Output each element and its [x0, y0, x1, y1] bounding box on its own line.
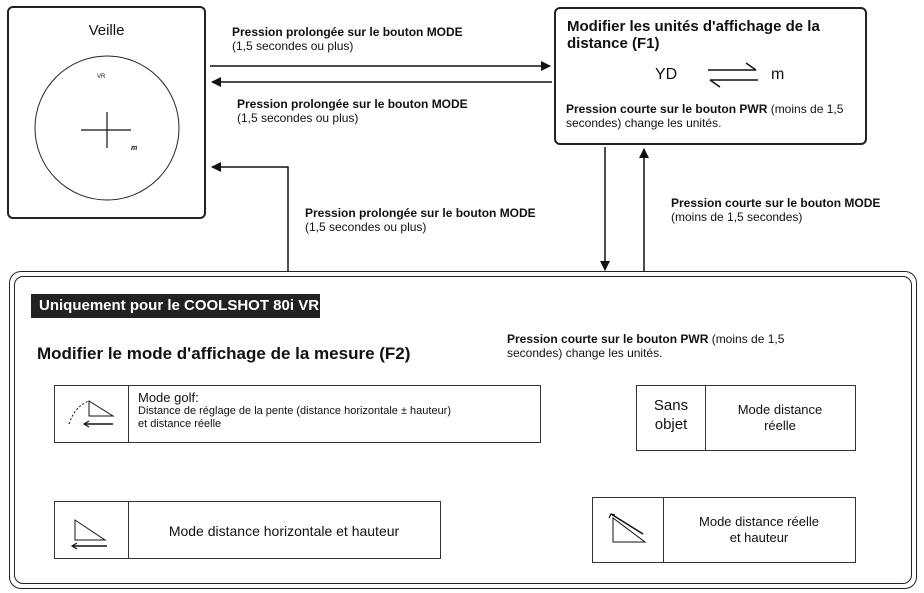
model-banner: Uniquement pour le COOLSHOT 80i VR [31, 294, 320, 318]
golf-text: Mode golf: Distance de réglage de la pen… [138, 390, 452, 430]
actual-height-icon-cell [593, 498, 664, 562]
slope-golf-icon [68, 400, 115, 428]
swap-arrows-icon [708, 62, 758, 88]
golf-icon-cell [55, 386, 129, 442]
display-vr-indicator: VR [97, 74, 106, 80]
f1-title: Modifier les unités d'affichage de la di… [567, 18, 820, 52]
f1-note: Pression courte sur le bouton PWR (moins… [566, 102, 844, 130]
sans-objet-cell: Sans objet [637, 386, 706, 450]
standby-box: Veille VR m [7, 6, 206, 219]
golf-mode-box: Mode golf: Distance de réglage de la pen… [54, 385, 541, 443]
unit-m: m [771, 66, 785, 83]
viewfinder-display [34, 55, 180, 201]
f2-mode-box [14, 276, 912, 584]
f2-to-f1-label: Pression courte sur le bouton MODE (moin… [671, 196, 881, 224]
actual-height-box: Mode distance réelle et hauteur [592, 497, 856, 563]
unit-yd: YD [655, 66, 678, 83]
horizontal-distance-height-icon [70, 519, 107, 550]
horizontal-icon-cell [55, 502, 129, 558]
f2-to-standby-label: Pression prolongée sur le bouton MODE (1… [305, 206, 536, 234]
actual-distance-height-icon [608, 513, 647, 543]
standby-title: Veille [88, 22, 125, 39]
f2-note: Pression courte sur le bouton PWR (moins… [507, 332, 785, 360]
horizontal-distance-box: Mode distance horizontale et hauteur [54, 501, 441, 559]
actual-distance-label: Mode distance réelle [737, 402, 823, 433]
f1-units-box: Modifier les unités d'affichage de la di… [554, 7, 867, 145]
actual-distance-box: Sans objet Mode distance réelle [636, 385, 856, 451]
f2-title: Modifier le mode d'affichage de la mesur… [37, 344, 411, 363]
actual-height-label: Mode distance réelle et hauteur [699, 514, 819, 545]
display-unit-indicator: m [131, 145, 138, 152]
horizontal-distance-label: Mode distance horizontale et hauteur [168, 523, 400, 539]
return-arrow-label: Pression prolongée sur le bouton MODE (1… [237, 97, 468, 125]
top-arrow-label: Pression prolongée sur le bouton MODE (1… [232, 25, 463, 53]
